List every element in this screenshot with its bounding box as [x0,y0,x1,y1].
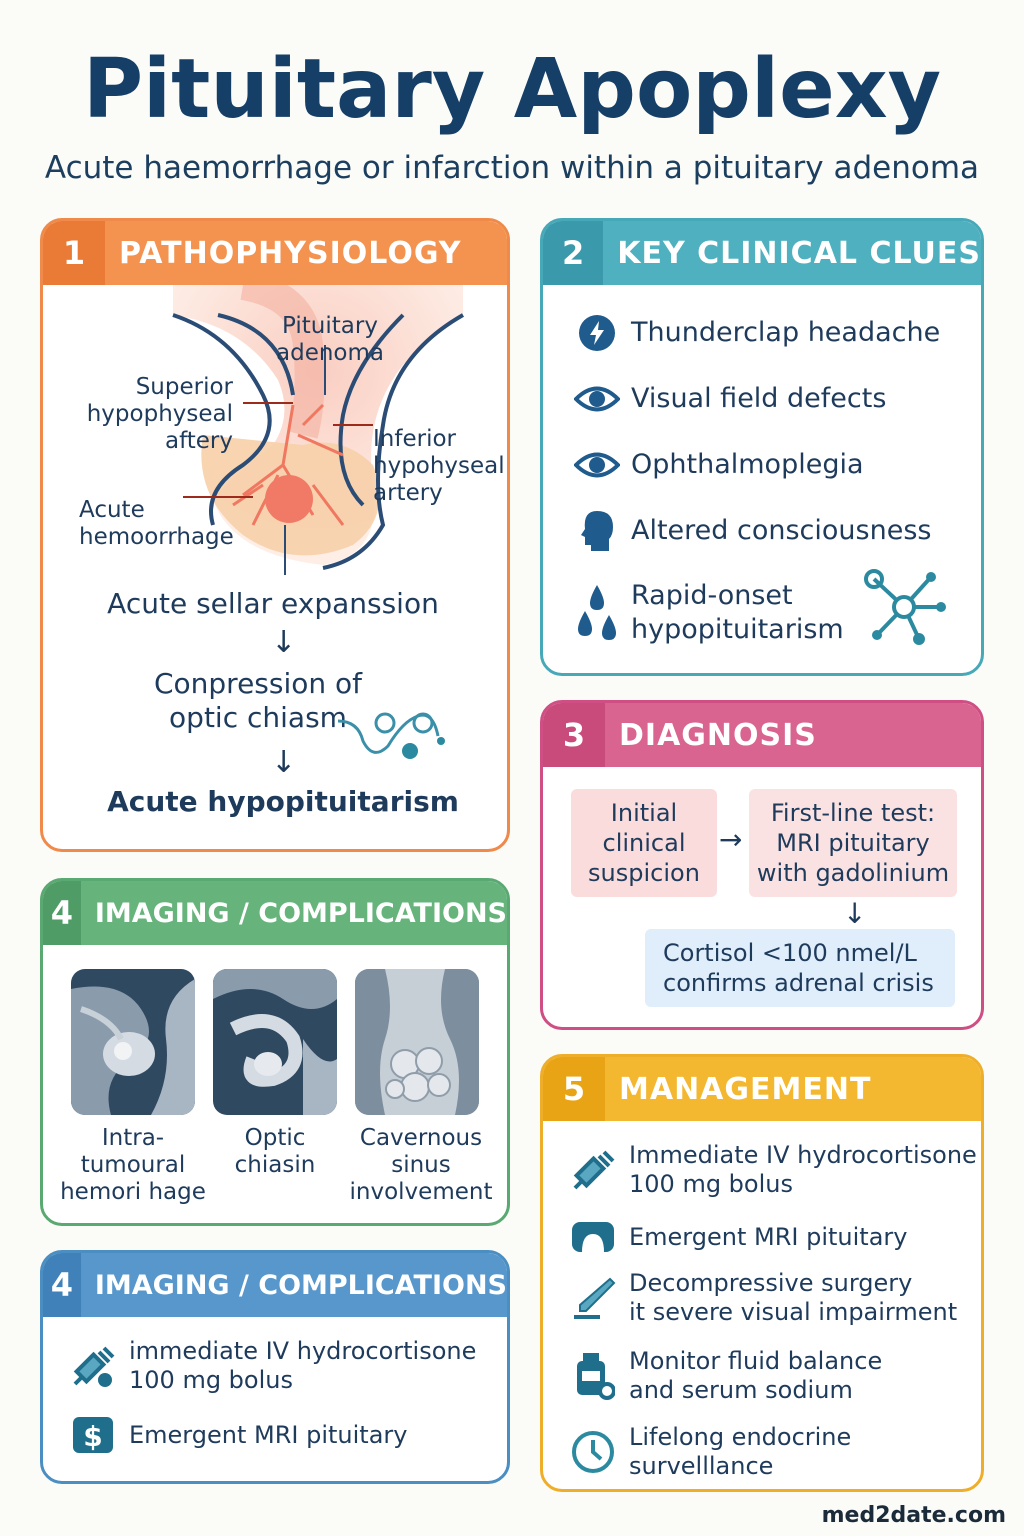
flow-step-hypopituitarism: Acute hypopituitarism [107,785,459,818]
section-title: IMAGING / COMPLICATIONS [94,897,507,929]
hormone-network-icon [864,569,946,645]
flow-step-expansion: Acute sellar expanssion [107,587,439,620]
section-number: 4 [43,881,81,945]
mgmt-decompressive-surgery: Decompressive surgery it severe visual i… [567,1269,957,1327]
eye-icon [573,441,621,489]
head-icon [573,507,621,555]
mgmt-fluid-balance: Monitor fluid balance and serum sodium [567,1347,882,1405]
section-number: 1 [43,221,105,285]
nerve-icon [337,712,445,759]
arrow-down: ↓ [843,897,867,930]
item-hydrocortisone: immediate IV hydrocortisone 100 mg bolus [67,1337,476,1395]
clinical-clues-header: 2 KEY CLINICAL CLUES [543,221,981,285]
scalpel-icon [567,1272,619,1324]
section-number: 5 [543,1057,605,1121]
imaging-complications-header: 4 IMAGING / COMPLICATIONS [43,1253,507,1317]
management-card: 5 MANAGEMENT Immediate IV hydrocortisone… [540,1054,984,1492]
clue-thunderclap: Thunderclap headache [573,309,940,357]
clue-ophthalmoplegia: Ophthalmoplegia [573,441,864,489]
dollar-icon: $ [67,1409,119,1461]
mgmt-hydrocortisone: Immediate IV hydrocortisone 100 mg bolus [567,1141,977,1199]
mri-thumbnail-optic-chiasm [213,969,337,1115]
diagnosis-header: 3 DIAGNOSIS [543,703,981,767]
mgmt-emergent-mri: Emergent MRI pituitary [567,1211,907,1263]
section-number: 2 [543,221,604,285]
eye-icon [573,375,621,423]
mri-icon [567,1211,619,1263]
clue-hypopituitarism: Rapid-onset hypopituitarism [573,579,844,647]
bottle-icon [567,1350,619,1402]
flow-arrow: ↓ [271,745,297,780]
pituitary-anatomy-illustration [172,285,464,575]
pathophysiology-header: 1 PATHOPHYSIOLOGY [43,221,507,285]
imaging-header: 4 IMAGING / COMPLICATIONS [43,881,507,945]
section-number: 4 [43,1253,81,1317]
imaging-complications-card: 4 IMAGING / COMPLICATIONS immediate IV h… [40,1250,510,1484]
clinical-clues-card: 2 KEY CLINICAL CLUES Thunderclap headach… [540,218,984,676]
flow-arrow: ↓ [271,625,297,660]
clue-visual-field: Visual field defects [573,375,886,423]
imaging-card: 4 IMAGING / COMPLICATIONS Intra [40,878,510,1226]
section-title: KEY CLINICAL CLUES [617,235,981,271]
syringe-icon [567,1144,619,1196]
lightning-icon [573,309,621,357]
section-title: PATHOPHYSIOLOGY [119,235,462,271]
mri-thumbnail-cavernous-sinus [355,969,479,1115]
management-header: 5 MANAGEMENT [543,1057,981,1121]
footer-site[interactable]: med2date.com [821,1503,1006,1528]
page-title: Pituitary Apoplexy [82,42,942,137]
clock-icon [567,1426,619,1478]
mgmt-endocrine-surveillance: Lifelong endocrine survelllance [567,1423,851,1481]
section-title: IMAGING / COMPLICATIONS [94,1269,507,1301]
page-subtitle: Acute haemorrhage or infarction within a… [44,150,980,186]
svg-text:$: $ [83,1420,102,1453]
item-emergent-mri: $ Emergent MRI pituitary [67,1409,407,1461]
clue-consciousness: Altered consciousness [573,507,931,555]
arrow-right: → [719,823,743,856]
mri-thumbnail-intratumoural [71,969,195,1115]
syringe-icon [67,1340,119,1392]
section-title: MANAGEMENT [619,1071,872,1107]
section-title: DIAGNOSIS [619,717,817,753]
section-number: 3 [543,703,605,767]
droplets-icon [573,585,621,640]
